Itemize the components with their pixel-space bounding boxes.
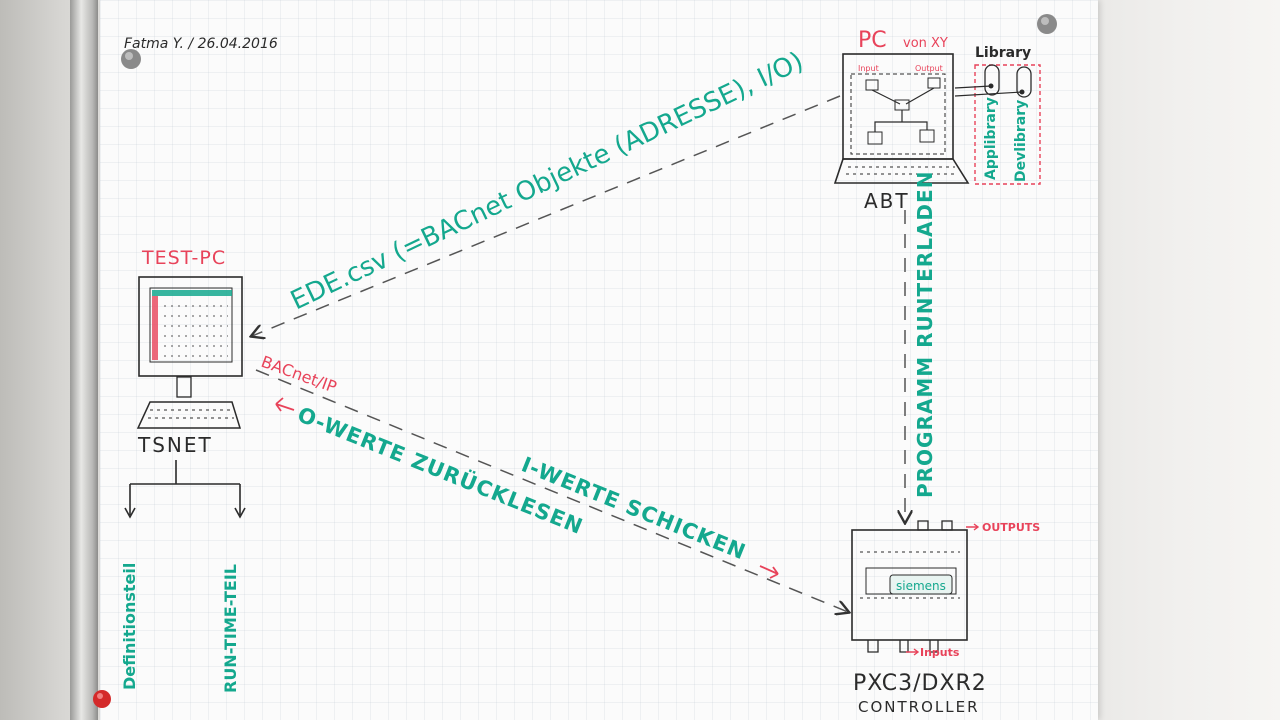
bacnet-label: BACnet/IP [259, 352, 340, 397]
devlibrary-label: Devlibrary [1013, 100, 1029, 182]
pc-caption: ABT [864, 189, 910, 213]
library-box [974, 64, 1041, 185]
laptop-pc [833, 53, 970, 184]
library-title: Library [975, 45, 1031, 61]
flipchart-paper [100, 0, 1098, 720]
inputs-label: Inputs [920, 646, 960, 659]
runtime-teil-label: RUN-TIME-TEIL [221, 564, 240, 693]
outputs-arrow-icon [966, 523, 980, 531]
pc-suffix: von XY [903, 36, 948, 51]
applibrary-label: Applibrary [983, 97, 999, 180]
test-pc-monitor [136, 276, 243, 429]
i-werte-arrow-icon [759, 565, 779, 579]
test-pc-caption: TSNET [137, 433, 213, 457]
inputs-arrow-icon [906, 648, 920, 656]
pc-input-label: Input [858, 64, 879, 73]
test-pc-title: TEST-PC [141, 247, 226, 269]
controller-device [851, 520, 968, 653]
controller-name: PXC3/DXR2 [853, 671, 987, 696]
outputs-label: OUTPUTS [982, 521, 1040, 534]
whiteboard-frame [70, 0, 98, 720]
controller-caption: CONTROLLER [858, 698, 980, 716]
magnet-pin-red [93, 690, 111, 708]
tsnet-split [129, 460, 241, 515]
controller-brand: siemens [896, 579, 946, 593]
ede-arrow [252, 95, 841, 336]
pc-output-label: Output [915, 64, 943, 73]
program-label: PROGRAMM RUNTERLADEN [913, 171, 937, 498]
pc-title: PC [858, 28, 887, 53]
bacnet-arrow [255, 369, 848, 612]
author-date: Fatma Y. / 26.04.2016 [124, 36, 278, 52]
o-werte-arrow-icon [275, 397, 295, 412]
ede-label: EDE.csv (=BACnet Objekte (ADRESSE), I/O) [286, 46, 808, 316]
definitionsteil-label: Definitionsteil [120, 563, 139, 690]
